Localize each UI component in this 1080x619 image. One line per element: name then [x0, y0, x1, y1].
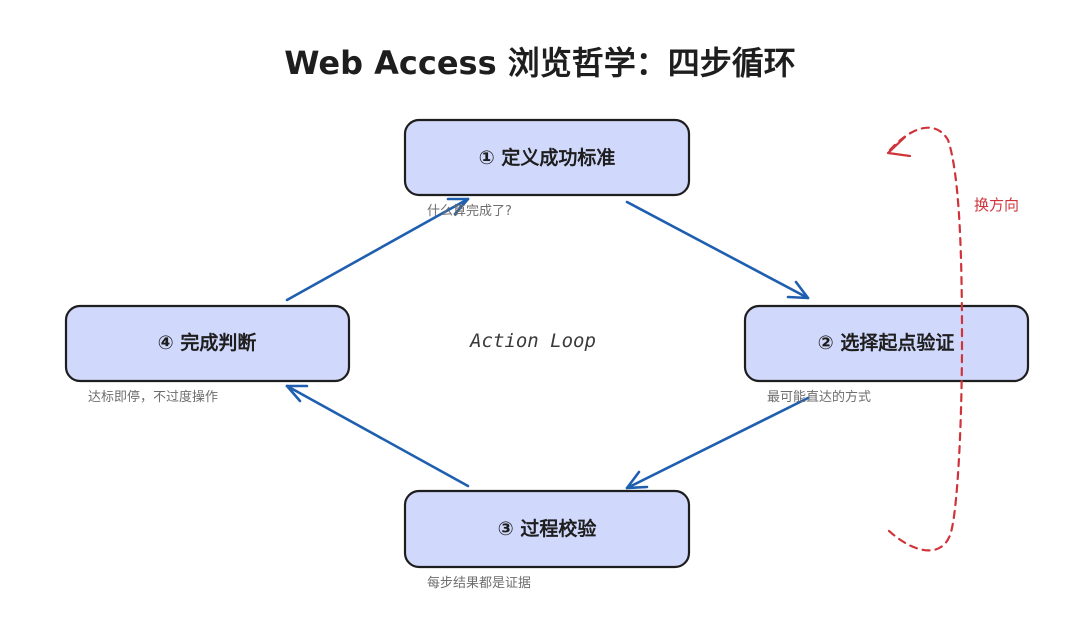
node-label: ③ 过程校验 — [498, 517, 598, 540]
arrow-judge-to-define — [285, 197, 470, 302]
node-select-start: ② 选择起点验证 最可能直达的方式 — [743, 304, 1030, 405]
arrow-verify-to-judge — [285, 384, 470, 488]
node-completion-judge: ④ 完成判断 达标即停，不过度操作 — [64, 304, 351, 405]
node-box — [403, 489, 691, 569]
node-caption: 最可能直达的方式 — [767, 389, 871, 405]
retry-arrowhead — [886, 135, 912, 158]
arrow-define-to-select — [625, 200, 810, 300]
node-label: ② 选择起点验证 — [818, 331, 955, 354]
flow-arrows — [285, 197, 810, 490]
node-box — [403, 118, 691, 197]
retry-label: 换方向 — [974, 196, 1019, 214]
diagram-title: Web Access 浏览哲学：四步循环 — [284, 44, 796, 82]
arrow-select-to-verify — [625, 396, 810, 490]
center-label: Action Loop — [469, 330, 596, 352]
node-box — [743, 304, 1030, 383]
retry-loop: 换方向 — [886, 126, 1019, 552]
node-define-success: ① 定义成功标准 什么算完成了? — [403, 118, 691, 219]
node-caption: 达标即停，不过度操作 — [88, 389, 218, 405]
node-label: ④ 完成判断 — [158, 331, 257, 354]
node-caption: 什么算完成了? — [427, 204, 512, 219]
node-caption: 每步结果都是证据 — [427, 575, 531, 591]
node-process-verify: ③ 过程校验 每步结果都是证据 — [403, 489, 691, 591]
node-box — [64, 304, 351, 383]
node-label: ① 定义成功标准 — [479, 146, 616, 169]
